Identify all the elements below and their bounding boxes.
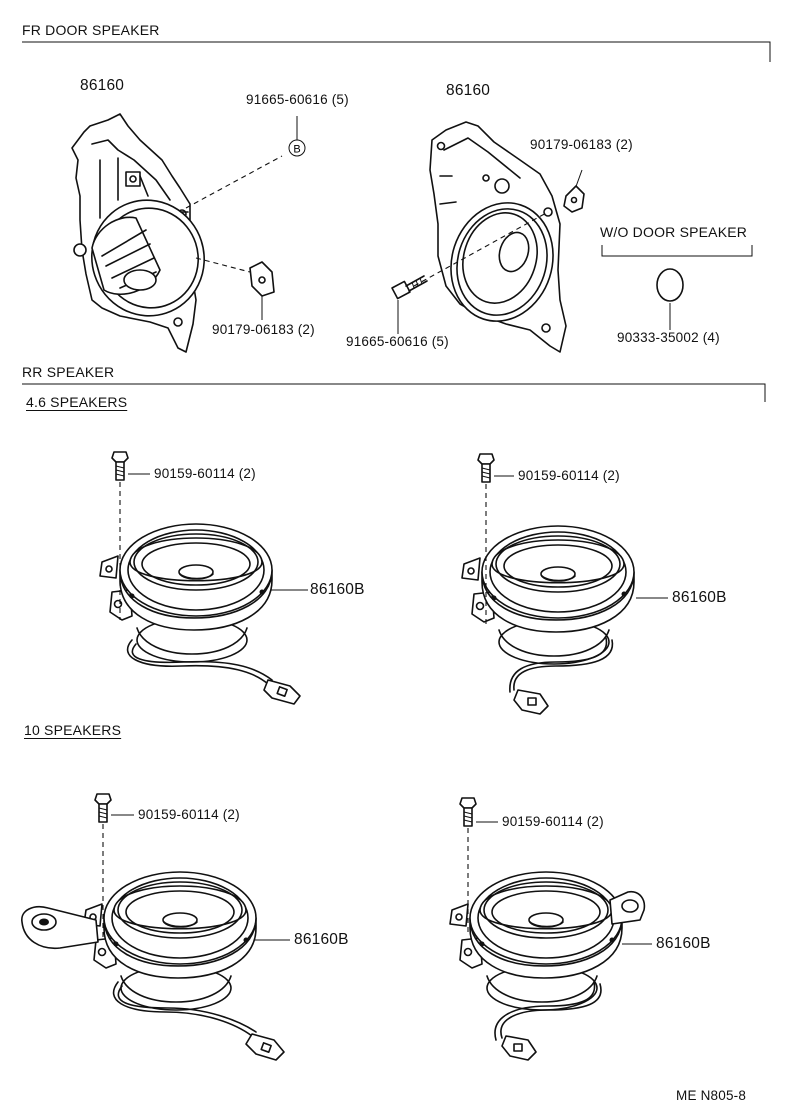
part-number-screw-left: 91665-60616 (5): [246, 92, 349, 107]
hole-plug: [657, 269, 683, 301]
section-title-wo-door-speaker: W/O DOOR SPEAKER: [600, 224, 748, 240]
mount-ear-left: [22, 907, 98, 948]
section-title-fr-door-speaker: FR DOOR SPEAKER: [22, 22, 160, 38]
mount-ear-right: [610, 892, 644, 924]
part-number-bolt-4: 90159-60114 (2): [502, 814, 604, 829]
part-number-bolt-3: 90159-60114 (2): [138, 807, 240, 822]
bolt-3: [95, 794, 111, 822]
screw-front-right: [392, 276, 427, 299]
part-number-speaker-2: 86160B: [672, 589, 727, 606]
rear-speaker-1: [99, 523, 273, 663]
mark-b: B: [293, 144, 300, 156]
bolt-1: [112, 452, 128, 480]
rear-speaker-3: [83, 871, 257, 1011]
wire-harness-1: [128, 640, 300, 704]
rear-speaker-4: [449, 871, 623, 1011]
section-title-4-6-speakers: 4.6 SPEAKERS: [26, 394, 128, 410]
bolt-2: [478, 454, 494, 482]
wire-harness-3: [114, 982, 284, 1060]
front-right-bracket-speaker: [430, 122, 568, 352]
part-number-speaker-3: 86160B: [294, 931, 349, 948]
speed-nut-clip-left: [250, 262, 274, 296]
section-title-rr-speaker: RR SPEAKER: [22, 364, 115, 380]
part-number-screw-right: 91665-60616 (5): [346, 334, 449, 349]
rear-speaker-2: [461, 525, 635, 665]
bolt-4: [460, 798, 476, 826]
front-left-bracket-speaker: [72, 114, 219, 352]
part-number-hole-plug: 90333-35002 (4): [617, 330, 720, 345]
section-title-10-speakers: 10 SPEAKERS: [24, 722, 122, 738]
part-number-bolt-2: 90159-60114 (2): [518, 468, 620, 483]
illustration-code: ME N805-8: [676, 1088, 747, 1103]
speed-nut-clip-right: [564, 186, 584, 212]
part-number-speaker-1: 86160B: [310, 581, 365, 598]
part-number-86160-right: 86160: [446, 82, 491, 99]
wire-harness-2: [510, 638, 613, 714]
part-number-86160-left: 86160: [80, 77, 125, 94]
part-number-bolt-1: 90159-60114 (2): [154, 466, 256, 481]
part-number-clip-right: 90179-06183 (2): [530, 137, 633, 152]
part-number-speaker-4: 86160B: [656, 935, 711, 952]
part-number-clip-left: 90179-06183 (2): [212, 322, 315, 337]
wire-harness-4: [495, 982, 601, 1060]
